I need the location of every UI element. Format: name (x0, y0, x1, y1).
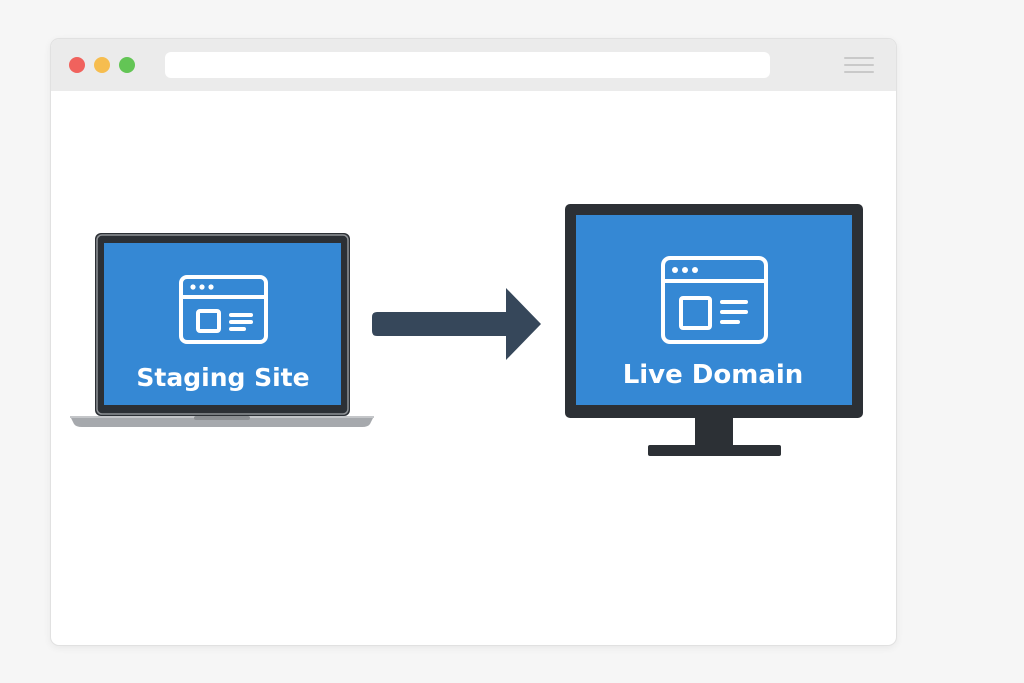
laptop-base (70, 416, 374, 427)
live-domain-label: Live Domain (623, 360, 804, 390)
browser-titlebar (51, 39, 896, 91)
browser-window-icon (179, 275, 268, 344)
live-monitor: Live Domain (565, 204, 863, 456)
minimize-window-icon[interactable] (94, 57, 110, 73)
address-bar[interactable] (165, 52, 770, 78)
right-arrow-icon (372, 288, 541, 360)
monitor-neck (695, 418, 733, 446)
monitor-stand-base (648, 445, 781, 456)
laptop-lid-edge (96, 234, 349, 415)
monitor-screen (576, 215, 852, 405)
laptop-screen (104, 243, 341, 405)
laptop-notch (194, 416, 250, 420)
zoom-window-icon[interactable] (119, 57, 135, 73)
hamburger-menu-icon[interactable] (844, 56, 874, 74)
staging-laptop: Staging Site (70, 233, 374, 427)
browser-window-icon (661, 256, 768, 344)
close-window-icon[interactable] (69, 57, 85, 73)
staging-site-label: Staging Site (136, 363, 309, 392)
